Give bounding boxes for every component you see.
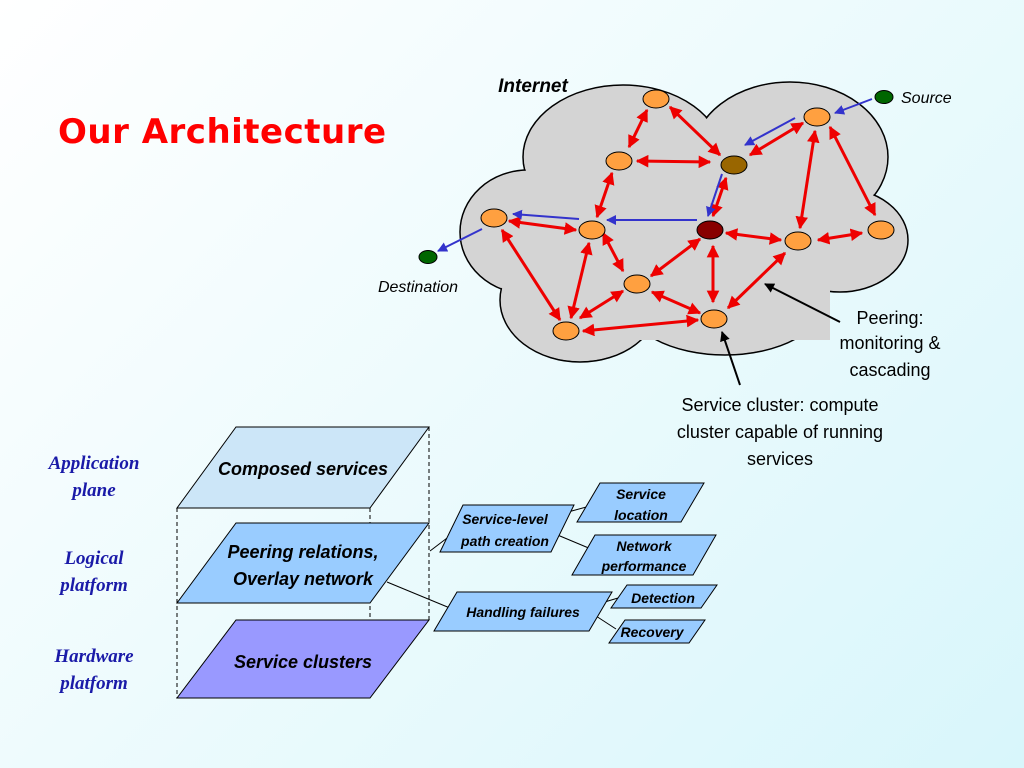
destination-node — [418, 250, 438, 264]
overlay-node-dark-red — [696, 220, 724, 240]
peer-link — [627, 108, 649, 149]
route-arrows — [437, 98, 873, 252]
peer-link — [567, 241, 593, 320]
peering-callout-line: Peering: — [856, 308, 923, 328]
overlay-node — [803, 107, 831, 127]
peer-link — [635, 154, 712, 169]
hardware-platform-label-line-1: Hardware — [54, 646, 134, 667]
peer-link — [724, 228, 783, 245]
overlay-network-plane — [176, 522, 430, 604]
source-label: Source — [901, 90, 952, 107]
handling-failures-label: Handling failures — [466, 604, 580, 620]
overlay-node-brown — [720, 155, 748, 175]
composed-services-plane — [176, 426, 430, 509]
peering-callout: Peering: monitoring & cascading — [839, 308, 940, 380]
peer-link — [581, 314, 700, 337]
overlay-node — [623, 274, 651, 294]
destination-label: Destination — [378, 279, 458, 296]
source-node — [874, 90, 894, 104]
service-location-line-2: location — [614, 507, 668, 523]
peer-link — [507, 216, 578, 235]
peer-link — [578, 289, 625, 320]
application-plane-label-line-1: Application — [48, 453, 140, 474]
cluster-callout-line: Service cluster: compute — [681, 395, 878, 415]
route-arrow — [834, 98, 873, 115]
service-clusters-plane — [175, 619, 431, 699]
peering-plane-label-line-1: Peering relations, — [227, 542, 378, 562]
detection-label: Detection — [631, 590, 695, 606]
cluster-callout: Service cluster: compute cluster capable… — [677, 395, 883, 469]
cluster-pointer-arrow — [720, 331, 741, 386]
service-location-box — [576, 482, 705, 523]
cluster-callout-line: services — [747, 449, 813, 469]
overlay-node — [642, 89, 670, 109]
recovery-box — [608, 619, 706, 644]
peering-pointer-arrow — [764, 283, 841, 323]
overlay-nodes — [418, 89, 895, 341]
logical-platform-label-line-2: platform — [60, 575, 128, 596]
internet-label: Internet — [498, 76, 568, 97]
application-plane-label-line-2: plane — [72, 480, 116, 501]
path-creation-line-2: path creation — [460, 533, 549, 549]
logical-platform-label-line-1: Logical — [64, 548, 124, 569]
peer-link — [650, 290, 702, 315]
route-arrow — [744, 117, 796, 146]
logical-platform-label: Logical platform — [34, 545, 154, 599]
peering-callout-line: monitoring & — [839, 333, 940, 353]
function-boxes — [433, 482, 718, 644]
hardware-platform-label: Hardware platform — [34, 643, 154, 697]
peer-link — [668, 105, 722, 157]
overlay-node — [605, 151, 633, 171]
peer-link — [828, 125, 877, 217]
peer-link — [748, 121, 805, 157]
path-creation-line-1: Service-level — [462, 511, 549, 527]
route-arrow — [437, 228, 483, 252]
recovery-label: Recovery — [620, 624, 684, 640]
peer-link — [601, 231, 625, 273]
handling-failures-box — [433, 591, 613, 632]
route-arrow — [512, 209, 580, 220]
peer-link — [816, 228, 864, 245]
peering-arrows — [500, 105, 877, 337]
peering-plane-label-line-2: Overlay network — [233, 569, 374, 589]
hardware-platform-label-line-2: platform — [60, 673, 128, 694]
service-location-line-1: Service — [616, 486, 666, 502]
overlay-node — [480, 208, 508, 228]
network-performance-box — [571, 534, 717, 576]
route-arrow — [706, 173, 723, 217]
path-creation-box — [439, 504, 575, 553]
peer-link — [594, 171, 615, 219]
peer-link — [649, 237, 702, 278]
peer-link — [726, 251, 787, 310]
overlay-node — [700, 309, 728, 329]
network-performance-line-1: Network — [616, 538, 672, 554]
overlay-node — [784, 231, 812, 251]
peer-link — [500, 228, 562, 322]
overlay-node — [867, 220, 895, 240]
peer-link — [795, 129, 820, 230]
slide-title: Our Architecture — [58, 112, 387, 152]
overlay-node — [578, 220, 606, 240]
overlay-node — [552, 321, 580, 341]
application-plane-label: Application plane — [34, 450, 154, 504]
detection-box — [610, 584, 718, 609]
service-clusters-label: Service clusters — [234, 652, 372, 672]
cluster-callout-line: cluster capable of running — [677, 422, 883, 442]
network-performance-line-2: performance — [601, 558, 687, 574]
composed-services-label: Composed services — [218, 459, 388, 479]
peering-callout-line: cascading — [849, 360, 930, 380]
